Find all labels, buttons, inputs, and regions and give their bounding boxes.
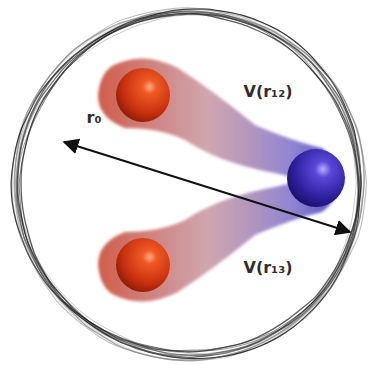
distance-label: r₀ [87,109,102,127]
enclosing-circle [11,8,366,361]
scribble-stroke [14,8,366,360]
scribble-stroke [17,14,359,356]
scribble-stroke [11,9,361,359]
scribble-stroke [17,10,358,351]
scribble-stroke [12,9,361,358]
distance-arrow [64,142,350,232]
red-particle [116,238,170,292]
blue-particle [287,149,345,207]
potential-label: V(r₁₃) [244,259,293,277]
potential-label: V(r₁₂) [244,83,293,101]
red-particle [116,68,170,122]
scribble-stroke [18,13,362,357]
scribble-stroke [16,12,359,355]
scribble-stroke [16,10,362,356]
scribble-stroke [12,9,364,361]
